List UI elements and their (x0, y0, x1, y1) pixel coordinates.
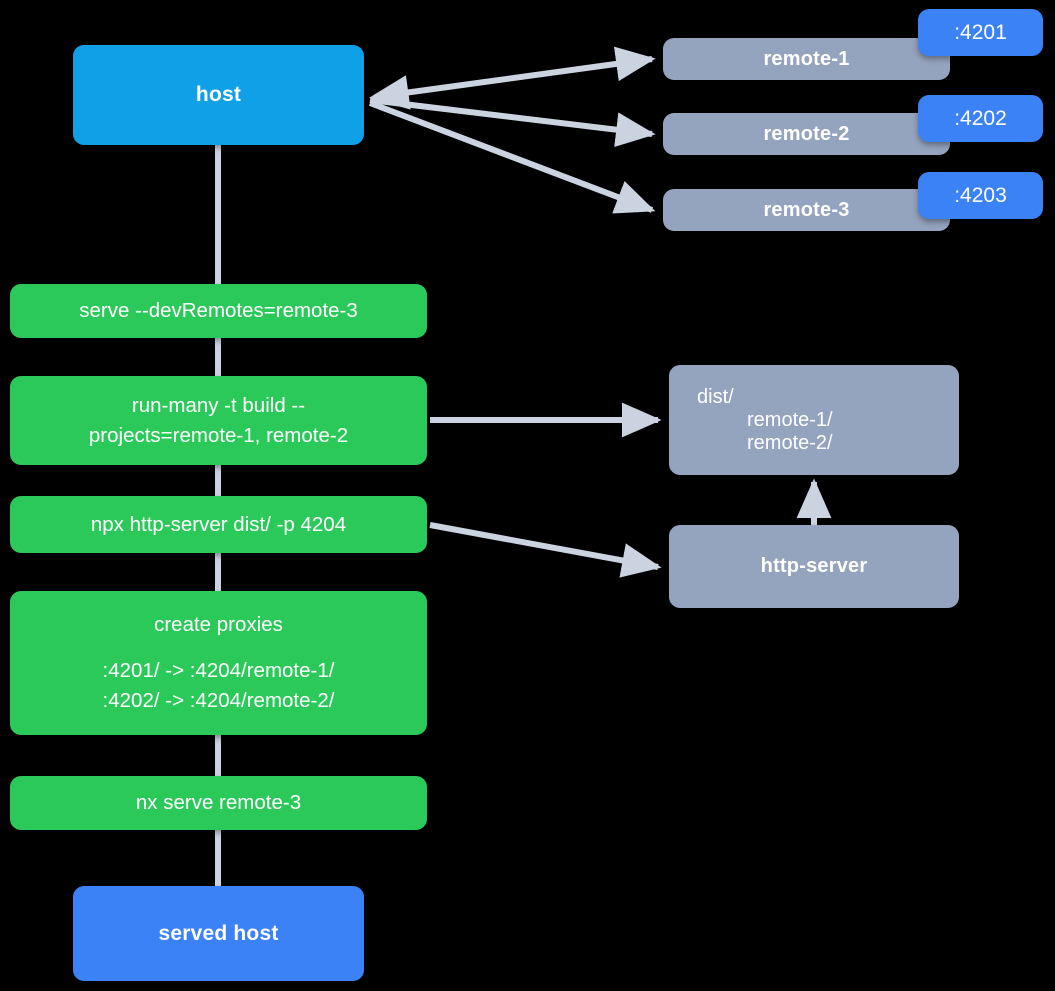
edge-host-remote-3 (368, 100, 656, 214)
badge-remote-3-port: :4203 (918, 172, 1043, 219)
node-remote-3-label: remote-3 (763, 198, 850, 221)
node-dist-child-1: remote-1/ (747, 408, 833, 431)
command-create-proxies-line-1: :4201/ -> :4204/remote-1/ (102, 659, 335, 683)
command-npx-http-server-line-1: npx http-server dist/ -p 4204 (90, 512, 347, 536)
node-dist-root: dist/ (697, 385, 734, 408)
command-create-proxies-line-2: :4202/ -> :4204/remote-2/ (102, 688, 335, 712)
node-http-server[interactable]: http-server (669, 525, 959, 608)
command-npx-http-server[interactable]: npx http-server dist/ -p 4204 (10, 496, 427, 553)
node-remote-1[interactable]: remote-1 (663, 38, 950, 80)
badge-remote-3-port-label: :4203 (954, 183, 1007, 207)
node-dist[interactable]: dist/ remote-1/ remote-2/ (669, 365, 959, 475)
edge-npx-httpserver (429, 522, 662, 578)
badge-remote-1-port: :4201 (918, 9, 1043, 56)
command-serve-dev-remotes[interactable]: serve --devRemotes=remote-3 (10, 284, 427, 338)
node-served-host[interactable]: served host (73, 886, 364, 981)
command-nx-serve-remote-3-line-1: nx serve remote-3 (135, 791, 302, 815)
node-http-server-label: http-server (760, 555, 868, 577)
badge-remote-1-port-label: :4201 (954, 20, 1007, 44)
node-remote-2[interactable]: remote-2 (663, 113, 950, 155)
node-dist-child-2: remote-2/ (747, 431, 833, 454)
node-dist-tree: dist/ remote-1/ remote-2/ (669, 386, 959, 455)
command-nx-serve-remote-3[interactable]: nx serve remote-3 (10, 776, 427, 830)
badge-remote-2-port: :4202 (918, 95, 1043, 142)
command-create-proxies[interactable]: create proxies :4201/ -> :4204/remote-1/… (10, 591, 427, 735)
node-remote-1-label: remote-1 (763, 47, 850, 70)
node-host-label: host (195, 83, 242, 106)
command-run-many-build-line-2: projects=remote-1, remote-2 (88, 423, 349, 447)
command-run-many-build[interactable]: run-many -t build -- projects=remote-1, … (10, 376, 427, 465)
edge-host-remote-1 (369, 46, 656, 110)
node-remote-2-label: remote-2 (763, 122, 850, 145)
command-run-many-build-line-1: run-many -t build -- (131, 393, 306, 417)
edge-host-remote-2 (369, 97, 656, 147)
node-remote-3[interactable]: remote-3 (663, 189, 950, 231)
command-create-proxies-title: create proxies (154, 613, 283, 637)
node-served-host-label: served host (158, 921, 279, 945)
command-serve-dev-remotes-line-1: serve --devRemotes=remote-3 (79, 299, 358, 323)
badge-remote-2-port-label: :4202 (954, 106, 1007, 130)
node-host[interactable]: host (73, 45, 364, 145)
